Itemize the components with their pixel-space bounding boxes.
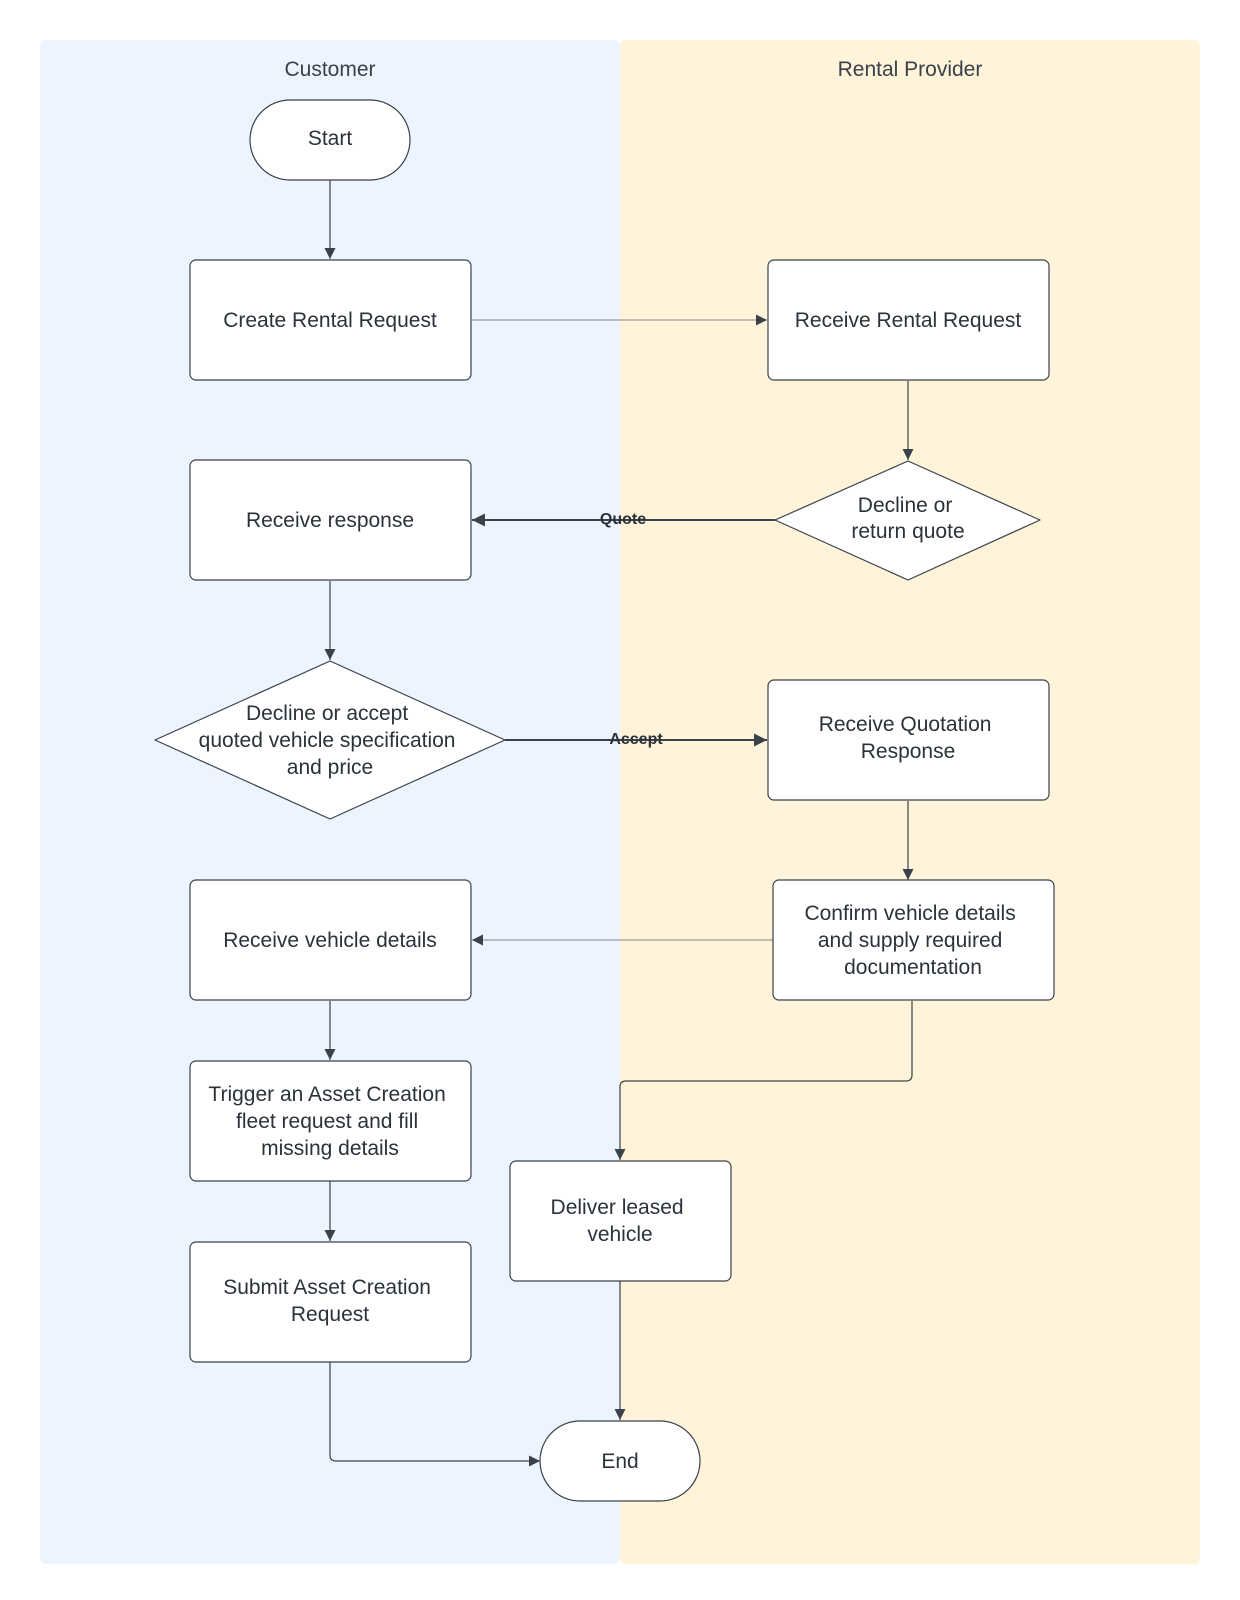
- svg-text:Start: Start: [308, 127, 353, 150]
- svg-text:Submit Asset Creation: Submit Asset Creation Request: [223, 1276, 437, 1326]
- edge-confirm-to-deliver: [614, 1001, 913, 1160]
- node-text-line: and supply required: [818, 929, 1002, 952]
- node-text-line: fleet request and fill: [236, 1110, 418, 1133]
- lane-rental-provider: Rental Provider: [620, 40, 1200, 1564]
- edge-label-quote: Quote: [600, 511, 646, 528]
- node-decline-or-return-quote[interactable]: Decline or return quote: [774, 460, 1041, 581]
- node-text-line: and price: [287, 756, 373, 779]
- edge-labels: Quote Accept: [600, 511, 663, 748]
- node-text-line: vehicle: [587, 1223, 652, 1246]
- node-text-line: Trigger an Asset Creation: [208, 1083, 445, 1106]
- node-text-line: Receive Quotation: [819, 713, 992, 736]
- node-receive-quotation-response[interactable]: Receive Quotation Response: [767, 679, 1050, 801]
- svg-text:Receive Quotation Resp: Receive Quotation Response: [819, 713, 998, 763]
- svg-text:Receive vehicle details: Receive vehicle details: [223, 929, 437, 952]
- lane-title-customer: Customer: [284, 58, 375, 81]
- node-text-line: missing details: [261, 1137, 399, 1160]
- node-text-line: Submit Asset Creation: [223, 1276, 431, 1299]
- svg-text:Create Rental Request: Create Rental Request: [223, 309, 437, 332]
- svg-text:Decline or return quot: Decline or return quote: [851, 494, 964, 543]
- node-text-line: Confirm vehicle details: [804, 902, 1015, 925]
- node-text-line: quoted vehicle specification: [199, 729, 456, 752]
- node-text-line: Request: [291, 1303, 369, 1326]
- svg-text:Trigger an Asset Creation: Trigger an Asset Creation fleet request …: [208, 1083, 451, 1160]
- node-text-line: Deliver leased: [551, 1196, 684, 1219]
- node-receive-response[interactable]: Receive response: [189, 459, 472, 581]
- node-text-line: return quote: [851, 520, 964, 543]
- node-receive-rental-request[interactable]: Receive Rental Request: [767, 259, 1050, 381]
- svg-text:Deliver leased vehicle: Deliver leased vehicle: [551, 1196, 690, 1246]
- svg-text:End: End: [601, 1450, 638, 1473]
- nodes: Start Create Rental Request Receive Rent…: [154, 99, 1055, 1502]
- node-text-line: Decline or accept: [246, 702, 408, 725]
- node-submit-asset-creation[interactable]: Submit Asset Creation Request: [189, 1241, 472, 1363]
- svg-text:Decline or accept quot: Decline or accept quoted vehicle specifi…: [199, 702, 462, 779]
- node-trigger-asset-creation[interactable]: Trigger an Asset Creation fleet request …: [189, 1060, 472, 1182]
- node-text-line: Decline or: [858, 494, 953, 517]
- node-confirm-vehicle-details[interactable]: Confirm vehicle details and supply requi…: [772, 879, 1055, 1001]
- edges: [324, 180, 914, 1467]
- edge-submit-to-end: [329, 1361, 540, 1467]
- node-text-line: documentation: [844, 956, 982, 979]
- node-decline-or-accept[interactable]: Decline or accept quoted vehicle specifi…: [154, 660, 506, 820]
- svg-text:Receive response: Receive response: [246, 509, 414, 532]
- svg-text:Receive Rental Request: Receive Rental Request: [795, 309, 1022, 332]
- edge-label-accept: Accept: [609, 731, 663, 748]
- node-end[interactable]: End: [539, 1420, 701, 1502]
- node-create-rental-request[interactable]: Create Rental Request: [189, 259, 472, 381]
- node-text-line: Response: [861, 740, 956, 763]
- lane-title-rental-provider: Rental Provider: [838, 58, 983, 81]
- node-deliver-leased-vehicle[interactable]: Deliver leased vehicle: [509, 1160, 732, 1282]
- node-receive-vehicle-details[interactable]: Receive vehicle details: [189, 879, 472, 1001]
- svg-text:Confirm vehicle details: Confirm vehicle details and supply requi…: [804, 902, 1021, 979]
- node-start[interactable]: Start: [249, 99, 411, 181]
